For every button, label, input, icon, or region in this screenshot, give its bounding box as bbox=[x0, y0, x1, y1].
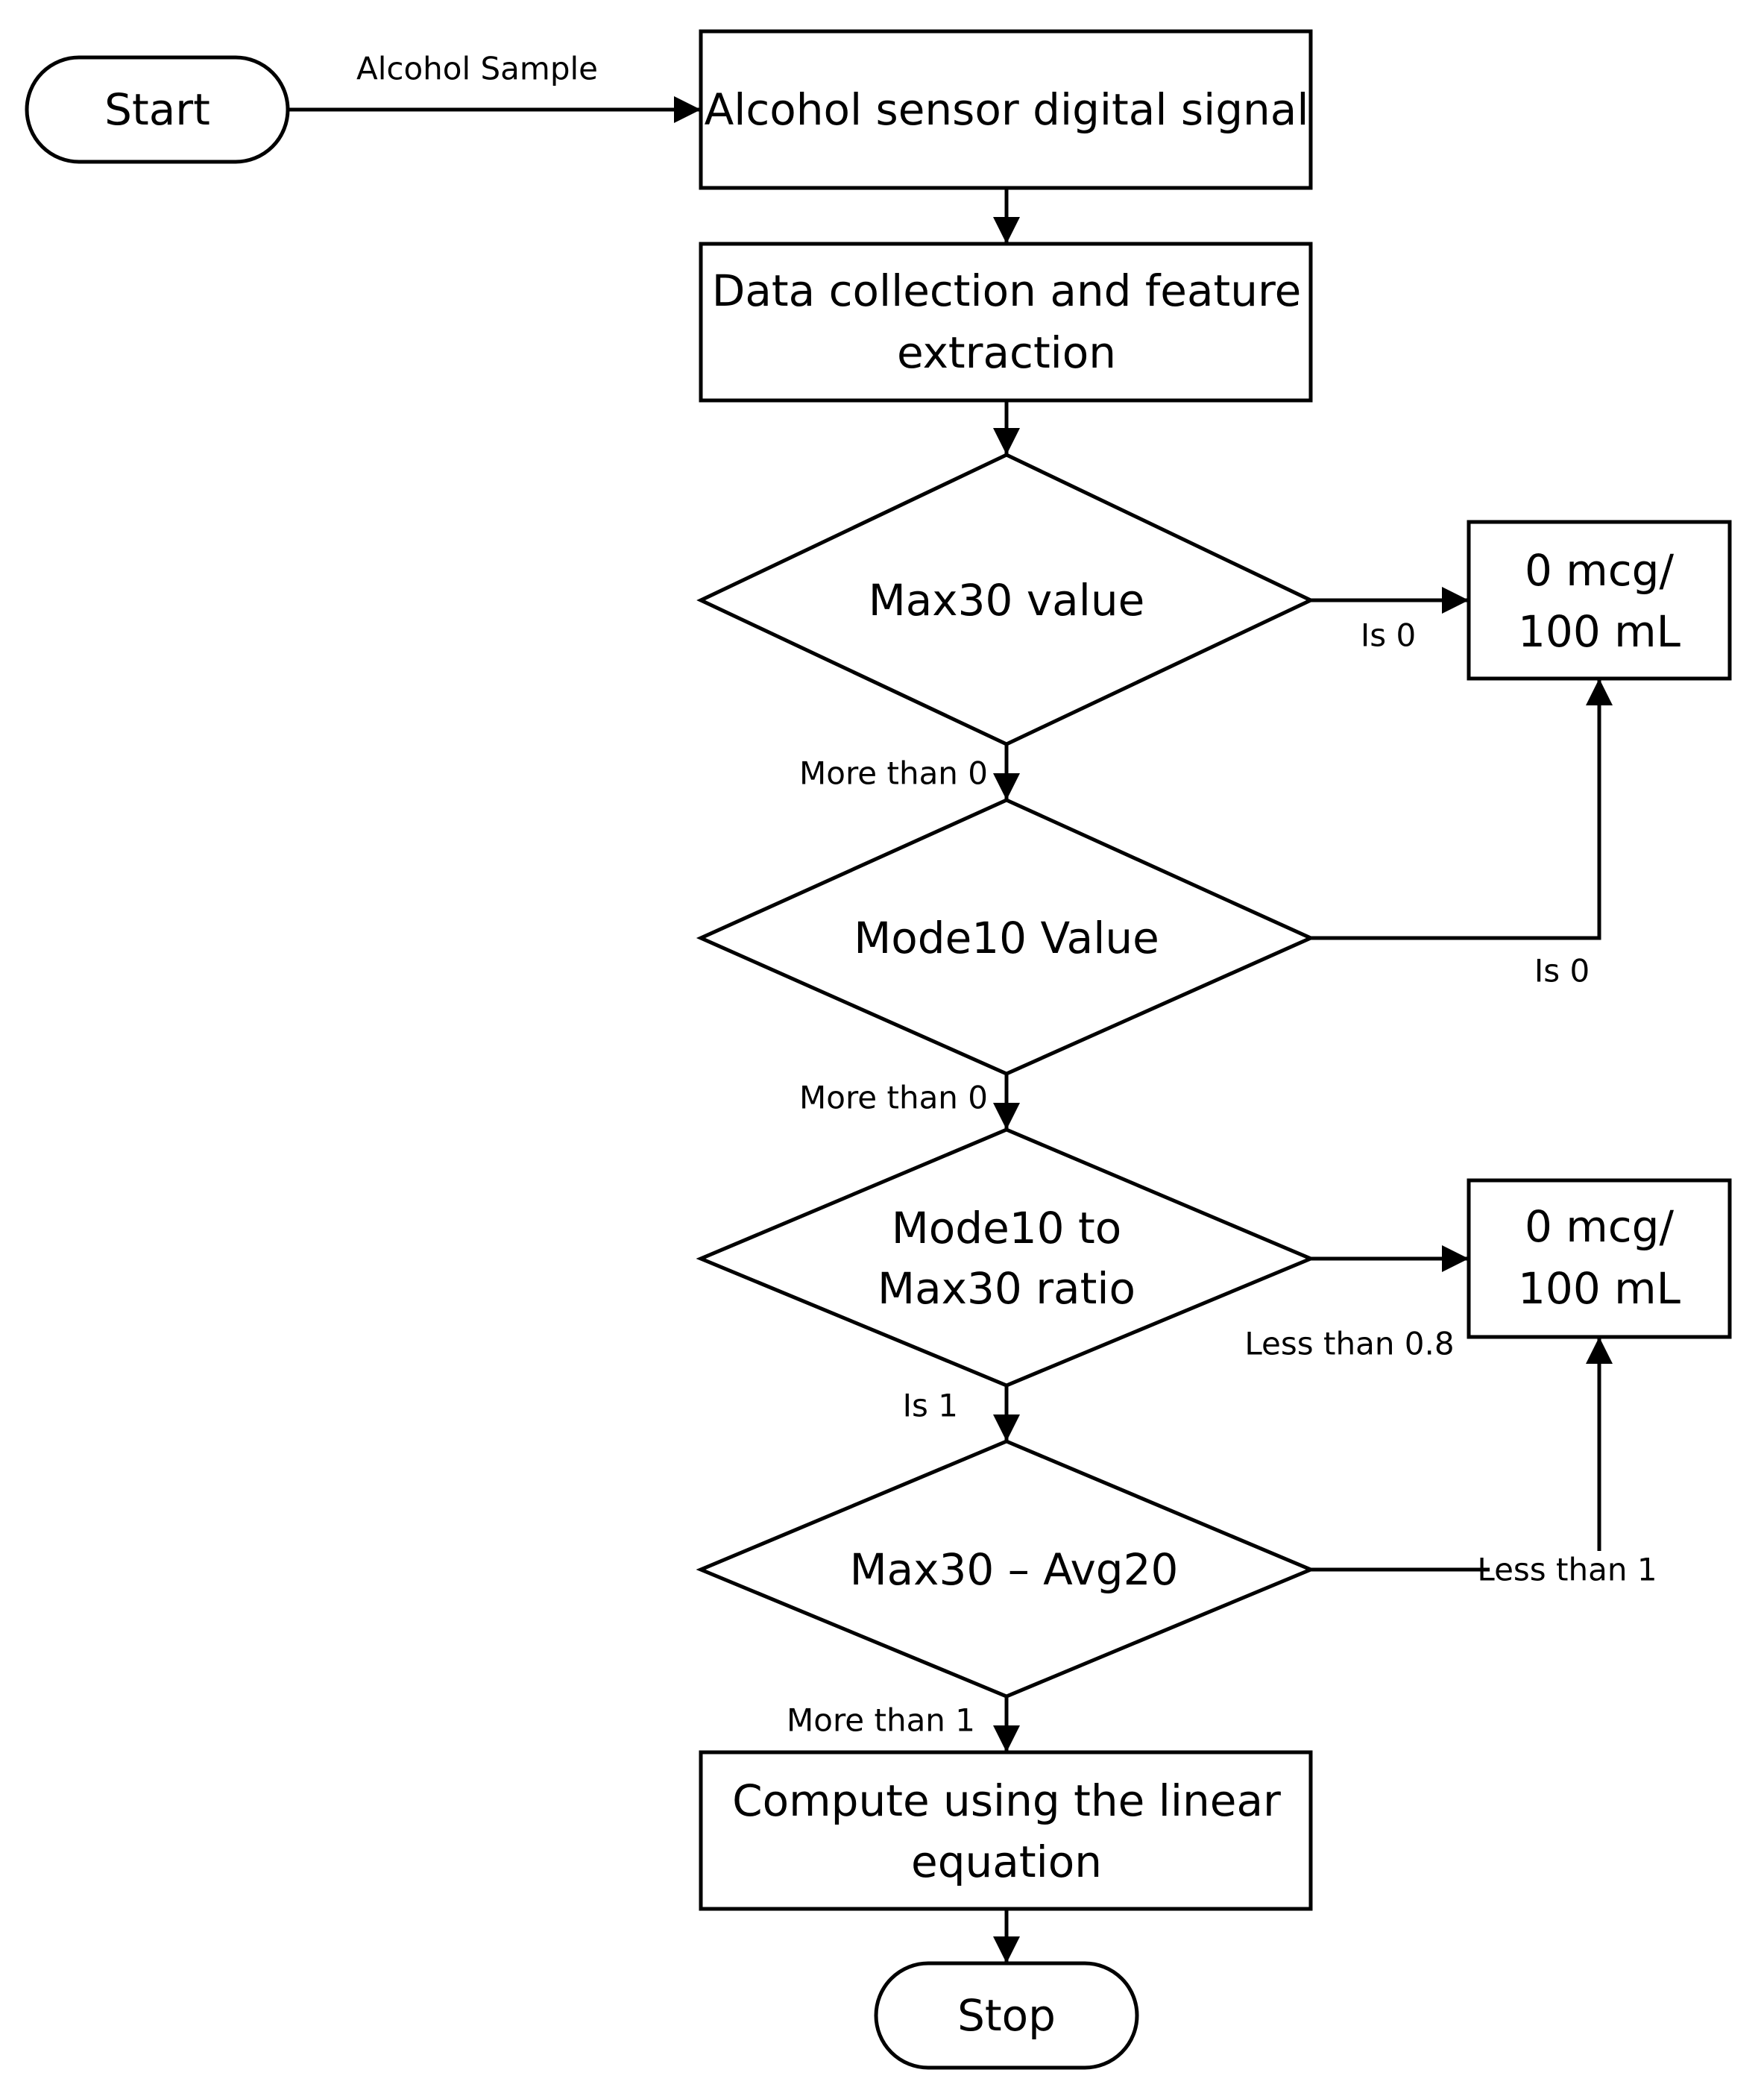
compute-process bbox=[699, 1750, 1313, 1911]
start-terminal bbox=[25, 55, 290, 164]
sensor-process bbox=[699, 29, 1313, 190]
edge-mode10-result1 bbox=[1311, 679, 1613, 940]
collect-label-line1: Data collection and feature bbox=[712, 265, 1302, 316]
result1-label-line1: 0 mcg/ bbox=[1525, 545, 1675, 596]
edge-label-max30-more0: More than 0 bbox=[799, 755, 988, 792]
max30-label: Max30 value bbox=[869, 575, 1145, 626]
sensor-label: Alcohol sensor digital signal bbox=[705, 84, 1309, 135]
result2-process bbox=[1467, 1178, 1732, 1339]
edge-label-max30-is0: Is 0 bbox=[1361, 617, 1416, 654]
edge-label-diff-less1: Less than 1 bbox=[1477, 1552, 1657, 1588]
edge-label-mode10-more0: More than 0 bbox=[799, 1080, 988, 1116]
edge-label-mode10-is0: Is 0 bbox=[1534, 953, 1590, 989]
compute-label-line1: Compute using the linear bbox=[732, 1775, 1281, 1826]
result1-label-line2: 100 mL bbox=[1518, 606, 1680, 657]
result2-label-line2: 100 mL bbox=[1518, 1263, 1680, 1314]
diff-label: Max30 – Avg20 bbox=[850, 1544, 1179, 1595]
ratio-decision bbox=[696, 1127, 1316, 1388]
start-label: Start bbox=[104, 84, 210, 135]
result2-label-line1: 0 mcg/ bbox=[1525, 1201, 1675, 1252]
result1-process bbox=[1467, 520, 1732, 681]
mode10-decision bbox=[696, 798, 1316, 1076]
edge-label-ratio-is1: Is 1 bbox=[903, 1388, 958, 1424]
ratio-label-line2: Max30 ratio bbox=[878, 1263, 1135, 1314]
edge-label-alcohol-sample: Alcohol Sample bbox=[356, 51, 598, 87]
edge-label-diff-more1: More than 1 bbox=[787, 1702, 975, 1739]
collect-process bbox=[699, 242, 1313, 403]
collect-label-line2: extraction bbox=[897, 327, 1116, 378]
diff-decision bbox=[696, 1439, 1316, 1699]
compute-label-line2: equation bbox=[911, 1837, 1102, 1887]
max30-decision bbox=[696, 453, 1315, 746]
edge-label-ratio-less08: Less than 0.8 bbox=[1244, 1326, 1454, 1362]
mode10-label: Mode10 Value bbox=[854, 913, 1159, 963]
stop-label: Stop bbox=[957, 1990, 1056, 2041]
ratio-label-line1: Mode10 to bbox=[892, 1203, 1122, 1253]
stop-terminal bbox=[874, 1961, 1139, 2070]
